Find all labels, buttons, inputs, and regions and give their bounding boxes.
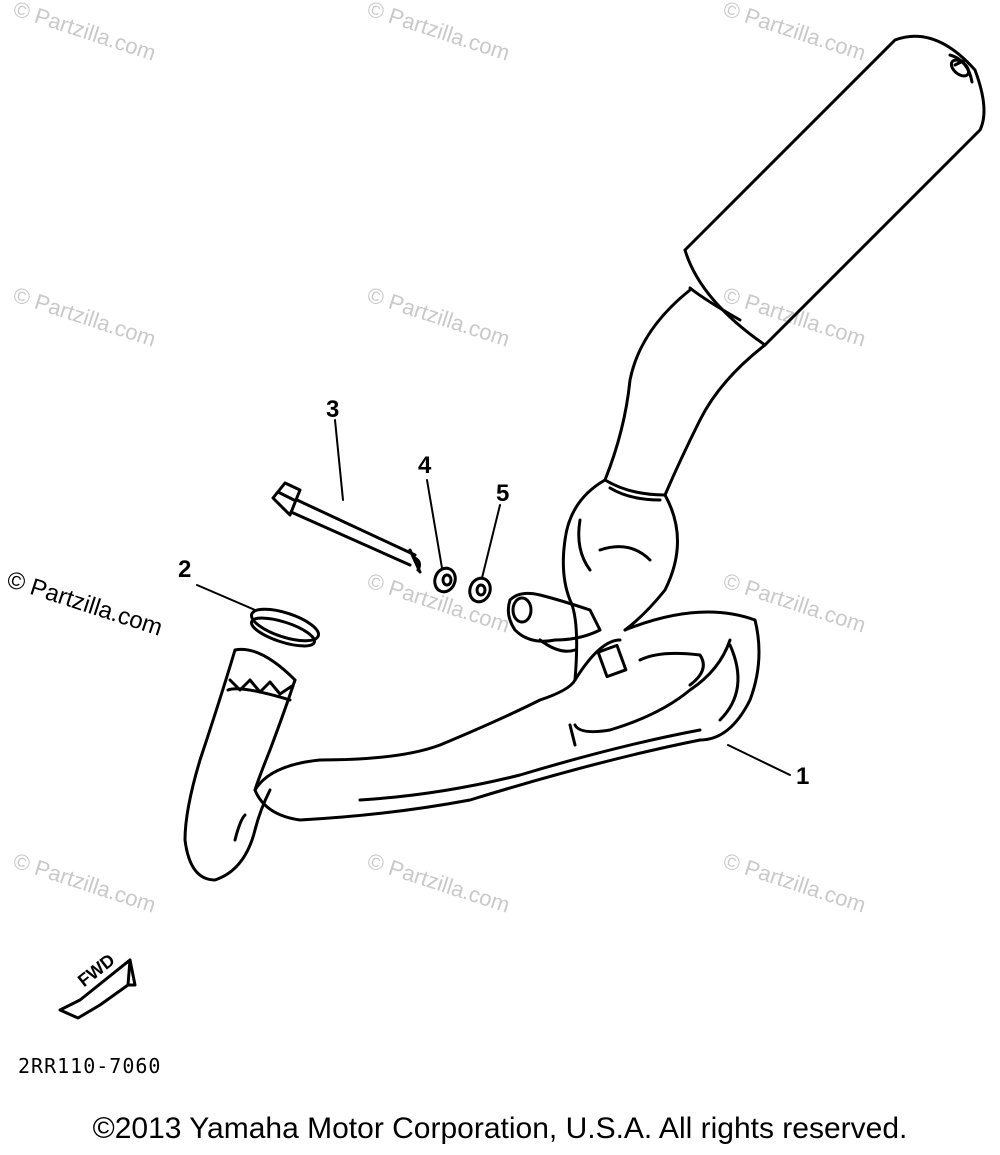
bolt (271, 481, 422, 574)
callout-5: 5 (496, 480, 510, 507)
washer-4 (433, 566, 457, 594)
callout-1: 1 (796, 763, 810, 790)
leader-lines (196, 419, 791, 776)
fwd-arrow-icon (58, 958, 137, 1020)
gasket-ring (249, 607, 320, 648)
washer-5 (468, 576, 492, 604)
expansion-chamber (253, 478, 761, 822)
muffler (683, 34, 986, 347)
part-code: 2RR110-7060 (18, 1054, 162, 1078)
mounting-bracket (506, 591, 602, 653)
tail-pipe (603, 288, 767, 502)
callout-4: 4 (418, 452, 432, 479)
header-pipe (183, 647, 297, 882)
callout-3: 3 (326, 396, 340, 423)
copyright-notice: ©2013 Yamaha Motor Corporation, U.S.A. A… (92, 1112, 908, 1145)
callout-2: 2 (178, 556, 192, 583)
